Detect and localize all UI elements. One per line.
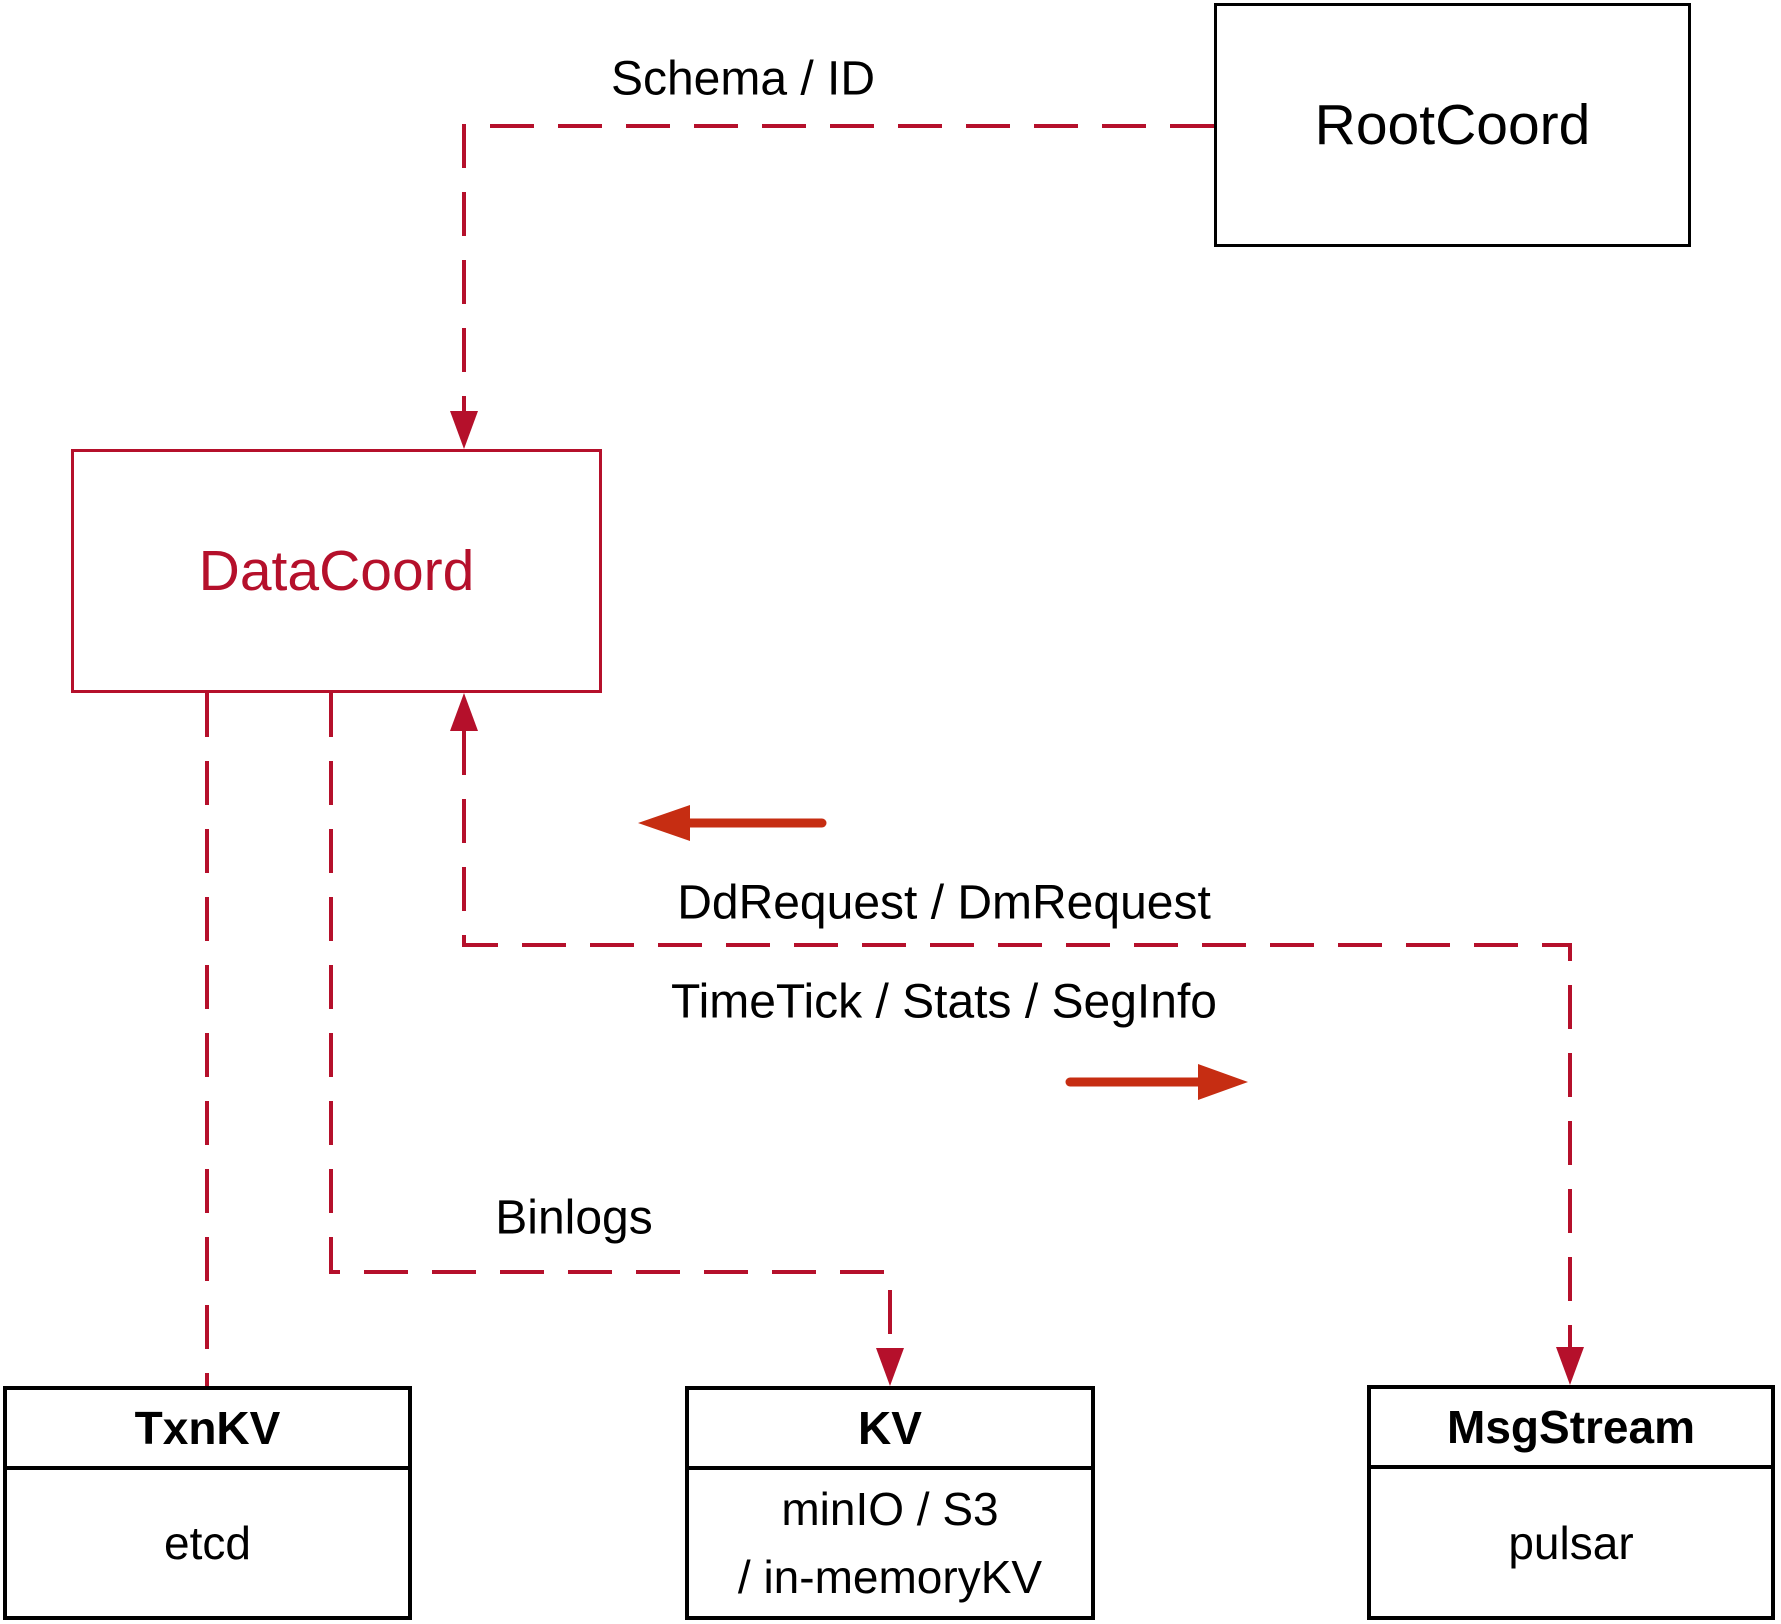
edge-label-schema-id: Schema / ID <box>610 52 876 106</box>
node-rootcoord: RootCoord <box>1214 3 1691 247</box>
arrow-down-icon <box>1556 1347 1584 1385</box>
edge-schema-id <box>450 124 1214 449</box>
edge-label-time-tick: TimeTick / Stats / SegInfo <box>671 975 1217 1029</box>
node-txnkv-header: TxnKV <box>7 1390 408 1470</box>
edge-label-dd-request: DdRequest / DmRequest <box>677 876 1211 930</box>
node-kv: KV minIO / S3 / in-memoryKV <box>685 1386 1095 1620</box>
node-msgstream-header: MsgStream <box>1371 1389 1771 1469</box>
arrow-down-icon <box>450 411 478 449</box>
solid-arrow-left-icon <box>638 805 827 841</box>
edge-binlogs <box>329 693 904 1386</box>
solid-arrow-right-icon <box>1065 1064 1248 1100</box>
arrow-up-icon <box>450 693 478 731</box>
arrow-down-icon <box>876 1348 904 1386</box>
node-kv-body: minIO / S3 / in-memoryKV <box>689 1470 1091 1616</box>
node-datacoord: DataCoord <box>71 449 602 693</box>
edge-label-binlogs: Binlogs <box>495 1191 653 1245</box>
edge-msgstream-datacoord <box>450 693 1584 1385</box>
node-kv-header: KV <box>689 1390 1091 1470</box>
node-datacoord-label: DataCoord <box>198 539 475 603</box>
node-msgstream-body: pulsar <box>1508 1516 1634 1569</box>
node-txnkv-body: etcd <box>164 1517 251 1569</box>
node-msgstream: MsgStream pulsar <box>1367 1385 1775 1620</box>
node-txnkv: TxnKV etcd <box>3 1386 412 1620</box>
node-rootcoord-label: RootCoord <box>1314 93 1591 157</box>
node-kv-body-line1: minIO / S3 <box>781 1483 999 1535</box>
node-kv-body-line2: / in-memoryKV <box>737 1551 1043 1603</box>
